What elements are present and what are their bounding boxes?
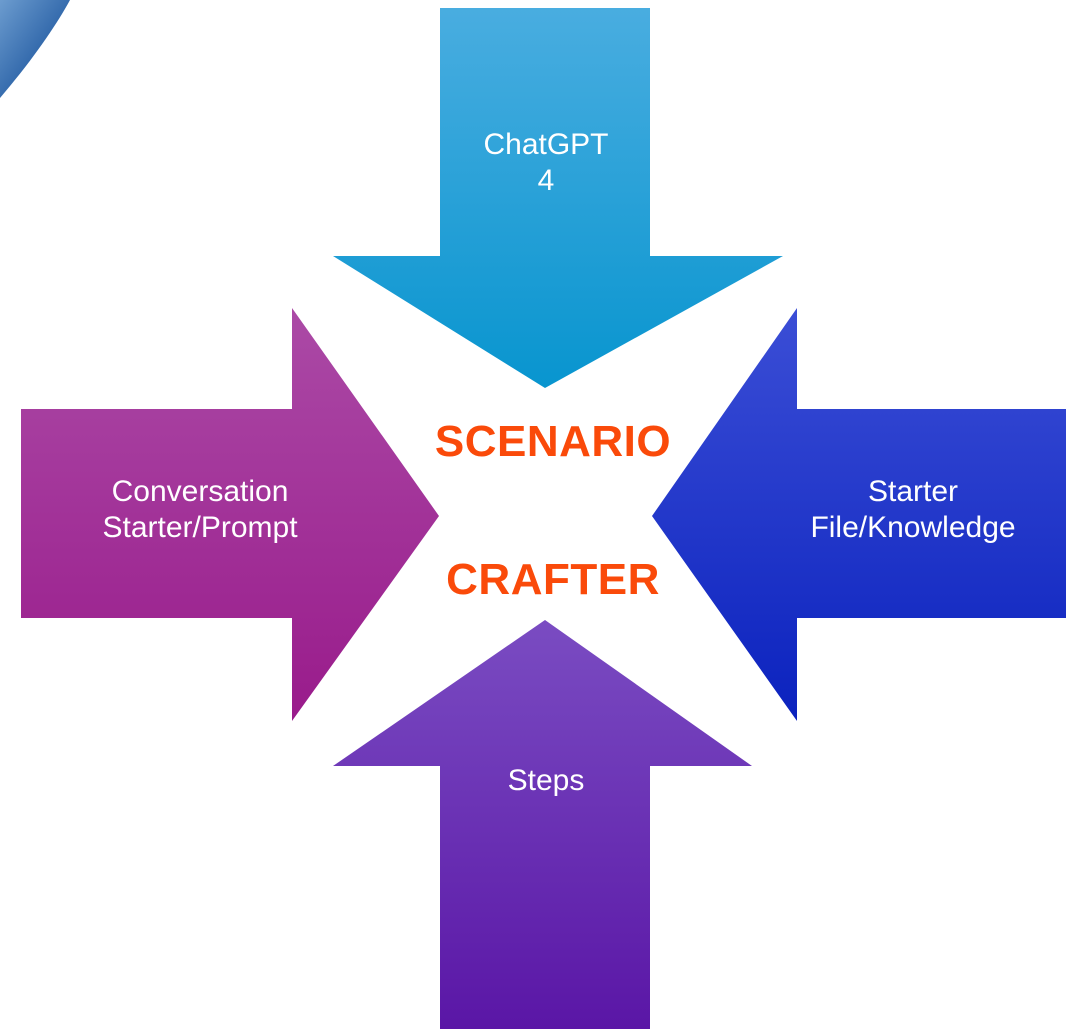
arrow-top-label: ChatGPT 4 — [483, 128, 609, 197]
arrow-right — [652, 308, 1066, 721]
corner-decoration — [0, 0, 70, 98]
arrow-bottom-label: Steps — [507, 764, 585, 797]
center-title-line2: CRAFTER — [446, 555, 660, 604]
arrow-left-label: Conversation Starter/Prompt — [102, 475, 298, 544]
arrow-top — [333, 8, 783, 388]
center-title-line1: SCENARIO — [434, 417, 672, 466]
arrow-bottom — [333, 620, 752, 1029]
arrow-left — [21, 308, 439, 721]
arrow-right-label: Starter File/Knowledge — [810, 475, 1016, 544]
